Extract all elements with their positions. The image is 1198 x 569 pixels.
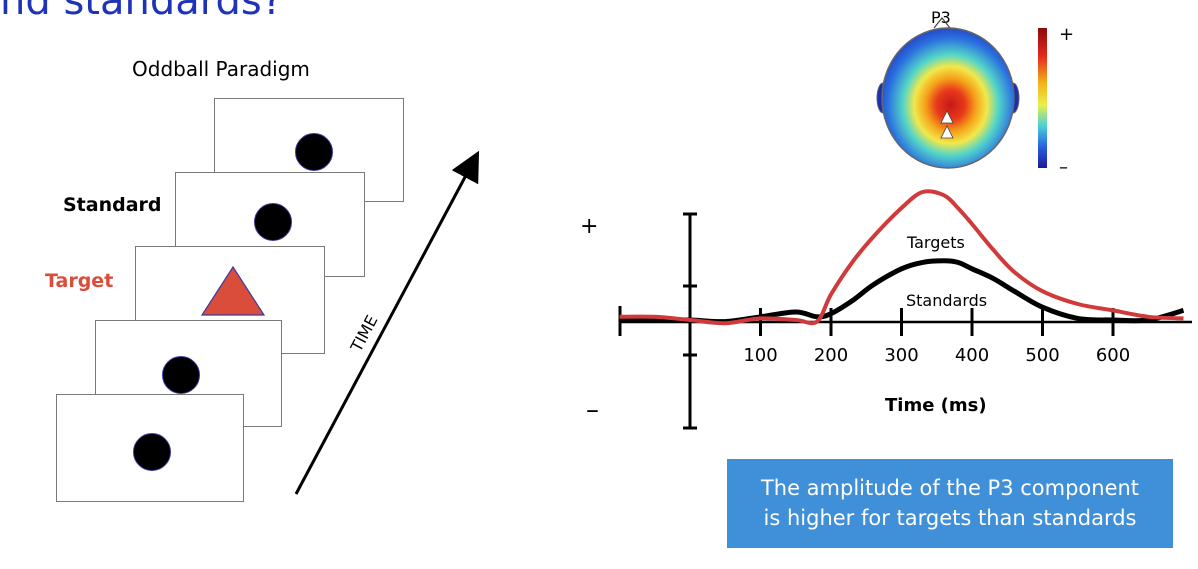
caption-line-2: is higher for targets than standards <box>763 505 1137 530</box>
paradigm-title: Oddball Paradigm <box>132 57 310 81</box>
target-label: Target <box>45 270 114 292</box>
x-tick-label: 200 <box>814 345 848 366</box>
colorbar-plus: + <box>1059 24 1074 45</box>
colorbar <box>1038 28 1047 168</box>
x-tick-label: 100 <box>743 345 777 366</box>
x-tick-label: 300 <box>884 345 918 366</box>
time-label: TIME <box>346 312 381 356</box>
x-tick-label: 600 <box>1096 345 1130 366</box>
targets-line <box>619 189 1184 326</box>
targets-label: Targets <box>906 233 965 252</box>
erp-minus: – <box>586 395 599 425</box>
scalp-map <box>881 27 1015 169</box>
erp-plus: + <box>580 214 598 239</box>
colorbar-minus: – <box>1059 157 1068 178</box>
time-arrow <box>294 150 480 495</box>
caption-box: The amplitude of the P3 component is hig… <box>727 459 1173 548</box>
topomap-label: P3 <box>931 8 951 27</box>
x-axis-label: Time (ms) <box>885 395 987 416</box>
standard-circle <box>133 433 171 471</box>
x-tick-label: 400 <box>955 345 989 366</box>
erp-chart: 100 200 300 400 500 600 + – Targets Standards… <box>580 189 1192 430</box>
slide-title: nd standards? <box>0 0 283 24</box>
standard-circle <box>295 133 333 171</box>
target-triangle <box>200 265 266 316</box>
stimulus-card-1 <box>56 394 244 502</box>
standards-label: Standards <box>906 291 987 310</box>
p3-topomap: P3 + – <box>876 8 1074 178</box>
standard-label: Standard <box>63 194 162 216</box>
x-tick-label: 500 <box>1025 345 1059 366</box>
standard-circle <box>162 356 200 394</box>
standard-circle <box>254 203 292 241</box>
caption-line-1: The amplitude of the P3 component <box>760 476 1140 501</box>
